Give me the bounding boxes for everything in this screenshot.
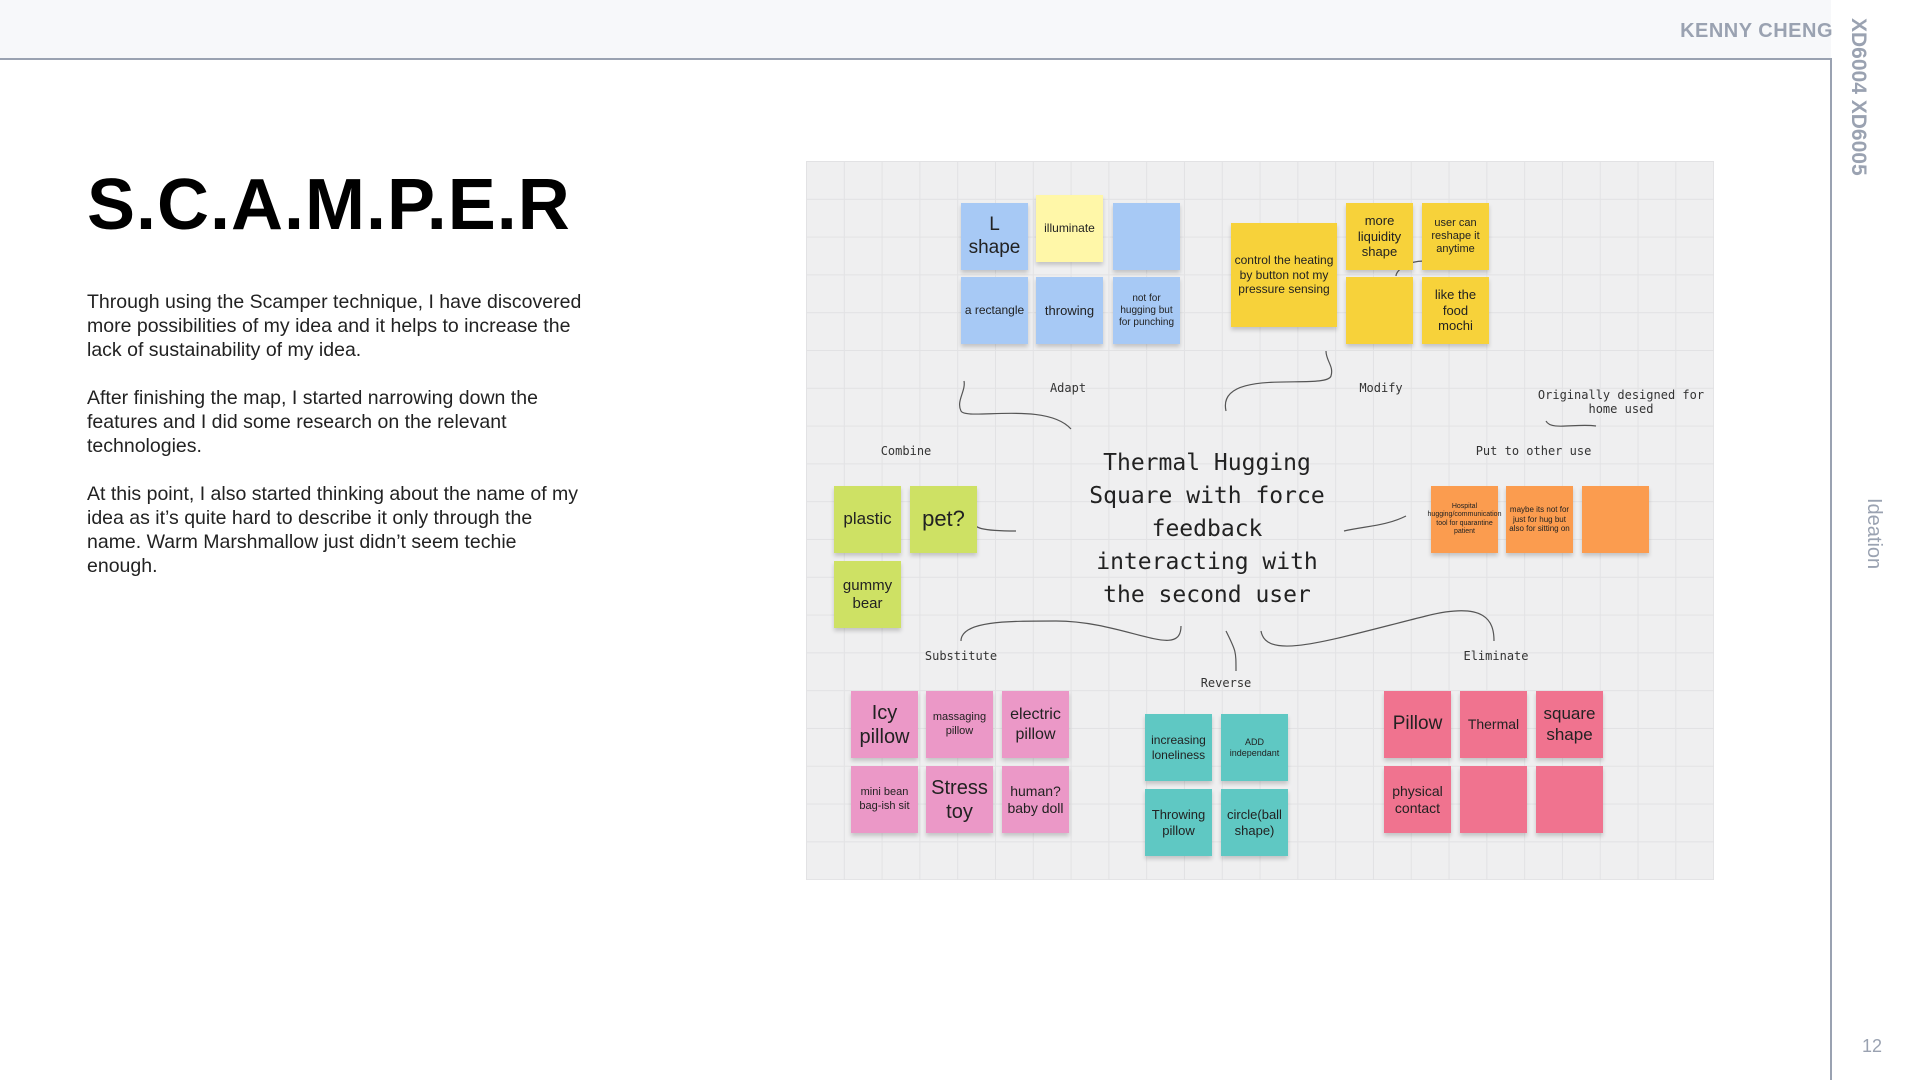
sticky-note: Throwing pillow [1145,789,1212,856]
sticky-note [1113,203,1180,270]
sticky-note: square shape [1536,691,1603,758]
label-substitute: Substitute [924,649,998,663]
label-adapt: Adapt [1049,381,1087,395]
sticky-note [1536,766,1603,833]
sticky-note: more liquidity shape [1346,203,1413,270]
label-eliminate: Eliminate [1463,649,1529,663]
sticky-note: electric pillow [1002,691,1069,758]
author-name: KENNY CHENG [1680,20,1833,42]
sticky-note: Thermal [1460,691,1527,758]
sticky-note: Pillow [1384,691,1451,758]
sticky-note: human? baby doll [1002,766,1069,833]
paragraph: After finishing the map, I started narro… [87,387,538,457]
sticky-note: not for hugging but for punching [1113,277,1180,344]
label-put-to-other-use: Put to other use [1475,444,1592,458]
page-title: S.C.A.M.P.E.R [87,165,571,245]
sticky-note: gummy bear [834,561,901,628]
sticky-note: plastic [834,486,901,553]
course-code-2: XD6005 [1847,99,1870,176]
sticky-note [1460,766,1527,833]
sticky-note: circle(ball shape) [1221,789,1288,856]
sticky-note [1346,277,1413,344]
sticky-note: control the heating by button not my pre… [1231,223,1337,327]
header-bar [0,0,1831,60]
sticky-note: like the food mochi [1422,277,1489,344]
label-combine: Combine [880,444,932,458]
scamper-board-image: L shape illuminate a rectangle throwing … [806,161,1714,880]
paragraph: At this point, I also started thinking a… [87,483,579,577]
central-idea: Thermal Hugging Square with force feedba… [1089,450,1325,608]
sidebar-divider [1830,58,1832,1080]
sticky-note [1582,486,1649,553]
sticky-note: Icy pillow [851,691,918,758]
sticky-note: increasing loneliness [1145,714,1212,781]
sticky-note: physical contact [1384,766,1451,833]
sticky-note: user can reshape it anytime [1422,203,1489,270]
sticky-note: Hospital hugging/communication tool for … [1428,486,1501,553]
sticky-note: a rectangle [961,277,1028,344]
sticky-note: ADD independant [1221,714,1288,781]
sticky-note: massaging pillow [926,691,993,758]
label-modify: Modify [1359,381,1403,395]
sticky-note: pet? [910,486,977,553]
sticky-note: throwing [1036,277,1103,344]
sticky-note: Stress toy [926,766,993,833]
course-codes: XD6004 XD6005 [1847,18,1870,176]
connector-lines [959,260,1597,672]
sticky-note: maybe its not for just for hug but also … [1506,486,1573,553]
label-originally-designed: Originally designed for home used [1537,388,1705,416]
page-number: 12 [1862,1036,1883,1056]
paragraph: Through using the Scamper technique, I h… [87,291,582,361]
course-code-1: XD6004 [1847,18,1870,94]
sticky-note: L shape [961,203,1028,270]
sticky-note: illuminate [1036,195,1103,262]
body-text: Through using the Scamper technique, I h… [87,290,587,602]
sticky-note: mini bean bag-ish sit [851,766,918,833]
section-label: Ideation [1863,498,1885,570]
label-reverse: Reverse [1200,676,1252,690]
